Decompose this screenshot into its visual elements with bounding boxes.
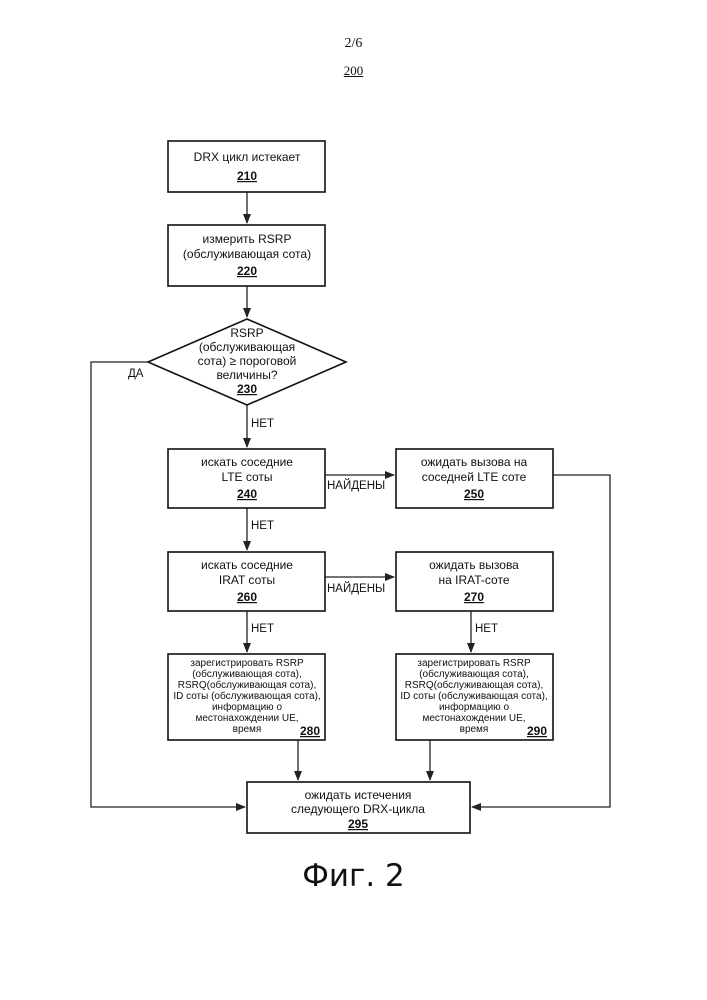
node-280-number: 280 xyxy=(300,724,320,738)
node-240-number: 240 xyxy=(237,487,257,501)
node-270-line-1: ожидать вызова xyxy=(429,558,519,572)
node-280-line-4: ID соты (обслуживающая сота), xyxy=(173,690,320,702)
node-250-number: 250 xyxy=(464,487,484,501)
node-210: DRX цикл истекает 210 xyxy=(168,141,325,192)
node-230-line-1: RSRP xyxy=(230,326,263,340)
node-220-line-2: (обслуживающая сота) xyxy=(183,247,311,261)
node-230-decision: RSRP (обслуживающая сота) ≥ пороговой ве… xyxy=(148,319,346,405)
node-220-number: 220 xyxy=(237,264,257,278)
node-260-line-1: искать соседние xyxy=(201,558,293,572)
node-290: зарегистрировать RSRP (обслуживающая сот… xyxy=(396,654,553,740)
node-290-line-4: ID соты (обслуживающая сота), xyxy=(400,690,547,702)
node-230-line-3: сота) ≥ пороговой xyxy=(198,354,297,368)
edge-label-no-230: НЕТ xyxy=(251,418,274,430)
node-290-line-1: зарегистрировать RSRP xyxy=(417,658,531,669)
node-290-line-7: время xyxy=(460,724,489,735)
node-295-line-1: ожидать истечения xyxy=(305,788,412,802)
node-290-line-5: информацию о xyxy=(439,701,509,713)
node-220-line-1: измерить RSRP xyxy=(203,232,292,246)
edge-label-yes: ДА xyxy=(128,368,144,380)
node-280-line-1: зарегистрировать RSRP xyxy=(190,658,304,669)
node-290-line-6: местонахождении UE, xyxy=(422,713,525,724)
node-295-number: 295 xyxy=(348,817,368,831)
node-270-number: 270 xyxy=(464,590,484,604)
node-230-number: 230 xyxy=(237,382,257,396)
node-250-line-2: соседней LTE соте xyxy=(422,470,527,484)
node-230-line-4: величины? xyxy=(216,368,277,382)
node-260-number: 260 xyxy=(237,590,257,604)
node-295: ожидать истечения следующего DRX-цикла 2… xyxy=(247,782,470,833)
edge-label-no-270: НЕТ xyxy=(475,623,498,635)
edge-label-found-260: НАЙДЕНЫ xyxy=(327,582,385,595)
node-280-line-5: информацию о xyxy=(212,701,282,713)
node-280: зарегистрировать RSRP (обслуживающая сот… xyxy=(168,654,325,740)
node-280-line-3: RSRQ(обслуживающая сота), xyxy=(178,679,316,691)
figure-caption: Фиг. 2 xyxy=(0,858,707,894)
node-210-number: 210 xyxy=(237,169,257,183)
node-240: искать соседние LTE соты 240 xyxy=(168,449,325,508)
node-295-line-2: следующего DRX-цикла xyxy=(291,802,425,816)
arrow-250-295 xyxy=(472,475,610,807)
edge-label-no-260: НЕТ xyxy=(251,623,274,635)
node-290-line-2: (обслуживающая сота), xyxy=(419,668,529,680)
node-250: ожидать вызова на соседней LTE соте 250 xyxy=(396,449,553,508)
node-270: ожидать вызова на IRAT-соте 270 xyxy=(396,552,553,611)
node-280-line-6: местонахождении UE, xyxy=(195,713,298,724)
node-290-line-3: RSRQ(обслуживающая сота), xyxy=(405,679,543,691)
node-250-line-1: ожидать вызова на xyxy=(421,455,528,469)
node-260-line-2: IRAT соты xyxy=(219,573,275,587)
node-230-line-2: (обслуживающая xyxy=(199,340,295,354)
node-270-line-2: на IRAT-соте xyxy=(439,573,510,587)
node-280-line-7: время xyxy=(233,724,262,735)
node-260: искать соседние IRAT соты 260 xyxy=(168,552,325,611)
node-240-line-2: LTE соты xyxy=(221,470,272,484)
node-210-line-1: DRX цикл истекает xyxy=(194,150,301,164)
edge-label-no-240: НЕТ xyxy=(251,520,274,532)
node-290-number: 290 xyxy=(527,724,547,738)
node-280-line-2: (обслуживающая сота), xyxy=(192,668,302,680)
node-240-line-1: искать соседние xyxy=(201,455,293,469)
edge-label-found-240: НАЙДЕНЫ xyxy=(327,479,385,492)
node-220: измерить RSRP (обслуживающая сота) 220 xyxy=(168,225,325,286)
